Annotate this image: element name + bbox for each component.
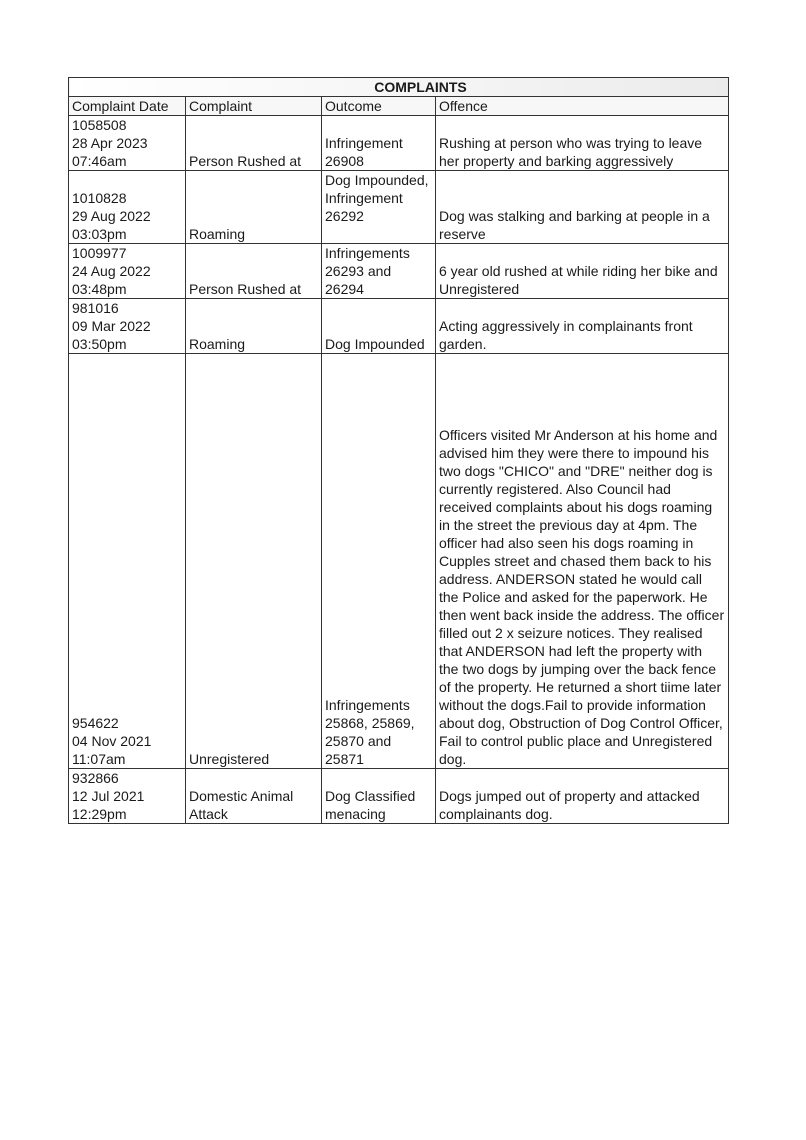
outcome: Infringement 26908 xyxy=(321,115,436,171)
complaint-id: 1058508 xyxy=(72,117,127,133)
header-complaint-date: Complaint Date xyxy=(68,96,186,116)
header-complaint: Complaint xyxy=(185,96,322,116)
complaint-type: Domestic Animal Attack xyxy=(185,768,322,824)
offence: Officers visited Mr Anderson at his home… xyxy=(435,353,729,769)
table-row: 954622 04 Nov 2021 11:07am Unregistered … xyxy=(68,353,729,769)
complaint-date: 12 Jul 2021 xyxy=(72,788,145,804)
complaint-id: 954622 xyxy=(72,715,119,731)
offence: Acting aggressively in complainants fron… xyxy=(435,298,729,354)
complaint-date-cell: 1010828 29 Aug 2022 03:03pm xyxy=(68,170,186,244)
offence: Dogs jumped out of property and attacked… xyxy=(435,768,729,824)
complaint-id: 1010828 xyxy=(72,190,127,206)
table-row: 981016 09 Mar 2022 03:50pm Roaming Dog I… xyxy=(68,298,729,354)
complaint-type: Person Rushed at xyxy=(185,115,322,171)
complaint-date: 04 Nov 2021 xyxy=(72,733,152,749)
complaint-time: 11:07am xyxy=(72,751,126,767)
table-row: 1010828 29 Aug 2022 03:03pm Roaming Dog … xyxy=(68,170,729,244)
complaint-type: Roaming xyxy=(185,170,322,244)
complaint-id: 981016 xyxy=(72,300,119,316)
complaint-date: 28 Apr 2023 xyxy=(72,135,148,151)
header-offence: Offence xyxy=(435,96,729,116)
offence: Dog was stalking and barking at people i… xyxy=(435,170,729,244)
complaint-date: 09 Mar 2022 xyxy=(72,318,151,334)
complaint-type: Unregistered xyxy=(185,353,322,769)
complaints-table: COMPLAINTS Complaint Date Complaint Outc… xyxy=(68,77,729,824)
outcome: Dog Impounded xyxy=(321,298,436,354)
complaint-time: 07:46am xyxy=(72,153,127,169)
complaint-time: 03:50pm xyxy=(72,336,127,352)
complaint-type: Person Rushed at xyxy=(185,243,322,299)
table-row: 1009977 24 Aug 2022 03:48pm Person Rushe… xyxy=(68,243,729,299)
outcome: Dog Impounded, Infringement 26292 xyxy=(321,170,436,244)
complaint-date-cell: 932866 12 Jul 2021 12:29pm xyxy=(68,768,186,824)
complaint-id: 932866 xyxy=(72,770,119,786)
outcome: Infringements 26293 and 26294 xyxy=(321,243,436,299)
complaint-date-cell: 1058508 28 Apr 2023 07:46am xyxy=(68,115,186,171)
offence: Rushing at person who was trying to leav… xyxy=(435,115,729,171)
complaint-date-cell: 1009977 24 Aug 2022 03:48pm xyxy=(68,243,186,299)
header-outcome: Outcome xyxy=(321,96,436,116)
outcome: Dog Classified menacing xyxy=(321,768,436,824)
table-row: 932866 12 Jul 2021 12:29pm Domestic Anim… xyxy=(68,768,729,824)
complaint-date: 24 Aug 2022 xyxy=(72,263,151,279)
complaints-document: COMPLAINTS Complaint Date Complaint Outc… xyxy=(68,77,729,824)
complaint-type: Roaming xyxy=(185,298,322,354)
complaint-time: 12:29pm xyxy=(72,806,127,822)
complaint-date-cell: 954622 04 Nov 2021 11:07am xyxy=(68,353,186,769)
complaint-date-cell: 981016 09 Mar 2022 03:50pm xyxy=(68,298,186,354)
offence: 6 year old rushed at while riding her bi… xyxy=(435,243,729,299)
table-row: 1058508 28 Apr 2023 07:46am Person Rushe… xyxy=(68,115,729,171)
complaint-id: 1009977 xyxy=(72,245,127,261)
outcome: Infringements 25868, 25869, 25870 and 25… xyxy=(321,353,436,769)
complaint-time: 03:48pm xyxy=(72,281,127,297)
complaint-time: 03:03pm xyxy=(72,226,127,242)
complaint-date: 29 Aug 2022 xyxy=(72,208,151,224)
table-title: COMPLAINTS xyxy=(68,77,729,97)
